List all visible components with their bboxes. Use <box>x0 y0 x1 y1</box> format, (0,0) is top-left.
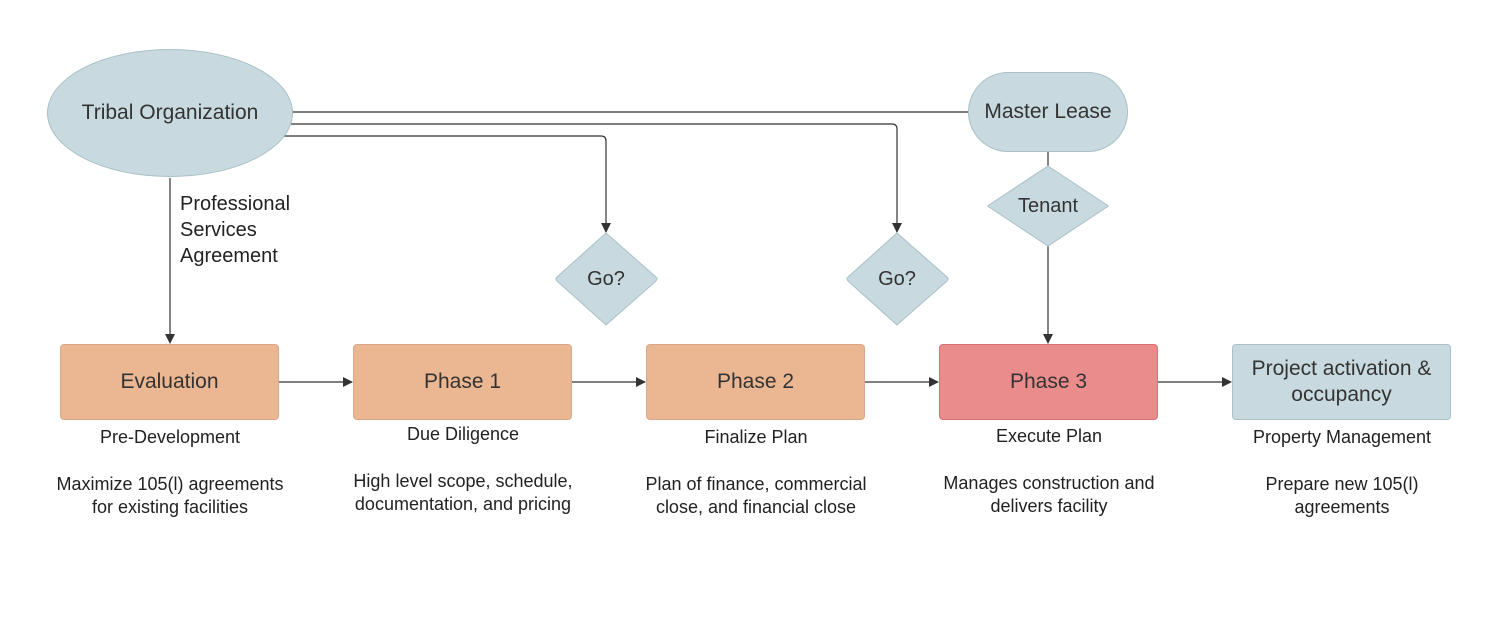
phase-2-caption: Finalize Plan Plan of finance, commercia… <box>641 426 871 519</box>
evaluation-description: Maximize 105(l) agreements for existing … <box>56 474 284 517</box>
phase-1-box: Phase 1 <box>353 344 572 420</box>
evaluation-box: Evaluation <box>60 344 279 420</box>
project-activation-box: Project activation & occupancy <box>1232 344 1451 420</box>
phase-1-subtitle: Due Diligence <box>406 424 520 444</box>
decision-diamond-go-1 <box>555 232 658 326</box>
tribal-organization-node: Tribal Organization <box>47 49 293 177</box>
phase-3-caption: Execute Plan Manages construction and de… <box>934 425 1164 518</box>
phase-2-box: Phase 2 <box>646 344 865 420</box>
decision-diamond-go-2 <box>846 232 949 326</box>
project-activation-caption: Property Management Prepare new 105(l) a… <box>1232 426 1452 519</box>
phase-2-description: Plan of finance, commercial close, and f… <box>645 474 867 517</box>
project-activation-description: Prepare new 105(l) agreements <box>1265 474 1419 517</box>
phase-1-caption: Due Diligence High level scope, schedule… <box>343 423 583 516</box>
decision-diamond-tenant <box>987 165 1109 247</box>
phase-3-subtitle: Execute Plan <box>995 426 1103 446</box>
phase-3-box: Phase 3 <box>939 344 1158 420</box>
connector-tribal-to-go-1 <box>283 135 611 233</box>
phase-1-description: High level scope, schedule, documentatio… <box>353 471 573 514</box>
phase-3-description: Manages construction and delivers facili… <box>943 473 1155 516</box>
master-lease-node: Master Lease <box>968 72 1128 152</box>
professional-services-agreement-label: Professional Services Agreement <box>180 193 291 267</box>
tenant-label: Tenant <box>1017 194 1079 217</box>
connector-tribal-to-go-2 <box>290 123 902 233</box>
phase-2-subtitle: Finalize Plan <box>704 427 808 447</box>
go-decision-1-label: Go? <box>587 267 625 290</box>
evaluation-caption: Pre-Development Maximize 105(l) agreemen… <box>50 426 290 519</box>
go-decision-2-label: Go? <box>878 267 916 290</box>
evaluation-subtitle: Pre-Development <box>99 427 241 447</box>
project-activation-subtitle: Property Management <box>1252 427 1432 447</box>
